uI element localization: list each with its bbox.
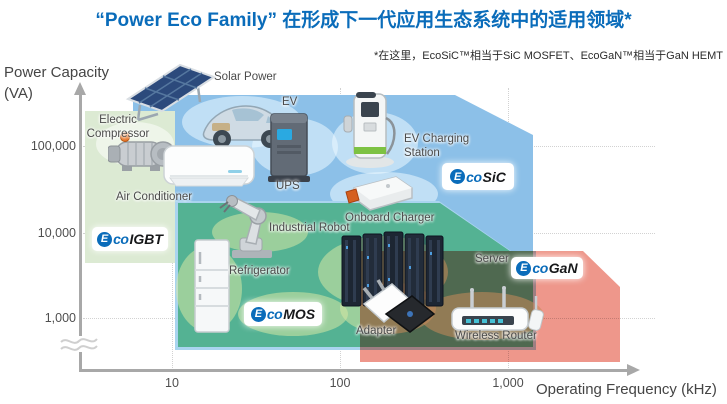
y-axis-label: Power Capacity <box>4 64 110 81</box>
solar-panel-icon <box>125 63 217 122</box>
wireless-router-icon <box>451 286 544 331</box>
onboard-charger-icon <box>345 176 413 211</box>
ev-charging-station-icon <box>343 92 396 168</box>
label-electric-compressor: Electric Compressor <box>86 114 150 141</box>
x-tick-1000: 1,000 <box>492 376 524 390</box>
y-tick-1000: 1,000 <box>44 311 76 325</box>
eco-co-text: co <box>266 306 283 322</box>
x-axis-line <box>81 369 629 372</box>
eco-emblem-icon: E <box>250 306 266 322</box>
product-name: IGBT <box>129 231 163 247</box>
air-conditioner-icon <box>163 145 255 187</box>
industrial-robot-icon <box>219 194 272 258</box>
label-onboard-charger: Onboard Charger <box>345 212 435 224</box>
eco-co-text: co <box>466 168 482 185</box>
eco-co-text: co <box>113 231 129 247</box>
eco-co-text: co <box>532 260 548 276</box>
x-axis-label: Operating Frequency (kHz) <box>536 381 717 398</box>
y-tick-100000: 100,000 <box>30 139 76 153</box>
label-ups: UPS <box>276 180 300 192</box>
label-air-conditioner: Air Conditioner <box>116 191 193 203</box>
label-wireless-router: Wireless Router <box>455 330 537 342</box>
label-ev: EV <box>282 96 298 108</box>
power-adapter-icon <box>362 279 436 333</box>
label-industrial-robot: Industrial Robot <box>269 222 350 234</box>
product-name: GaN <box>548 260 578 276</box>
axis-break-gap <box>75 336 86 352</box>
y-axis-arrow-icon <box>74 82 86 95</box>
ups-tower-icon <box>268 113 310 182</box>
page-title: “Power Eco Family” 在形成下一代应用生态系统中的适用领域* <box>95 10 632 31</box>
eco-emblem-icon: E <box>97 231 113 247</box>
eco-emblem-icon: E <box>450 169 466 184</box>
y-axis-unit-label: (VA) <box>4 85 33 102</box>
label-server: Server <box>475 253 509 265</box>
x-tick-100: 100 <box>329 376 351 390</box>
eco-emblem-icon: E <box>516 260 532 276</box>
label-ev-charging-station: EV Charging Station <box>404 133 470 160</box>
product-name: MOS <box>283 306 316 322</box>
y-axis-line <box>79 94 82 372</box>
y-tick-10000: 10,000 <box>37 226 76 240</box>
label-refrigerator: Refrigerator <box>229 265 290 277</box>
label-solar-power: Solar Power <box>214 71 277 83</box>
label-adapter: Adapter <box>356 325 397 337</box>
x-tick-10: 10 <box>165 376 179 390</box>
axis-break-icon <box>60 338 98 351</box>
product-name: SiC <box>482 168 506 185</box>
x-axis-arrow-icon <box>627 364 640 376</box>
footnote: *在这里，EcoSiC™相当于SiC MOSFET、EcoGaN™相当于GaN … <box>374 50 723 62</box>
ev-car-icon <box>202 105 288 148</box>
refrigerator-icon <box>194 239 230 333</box>
